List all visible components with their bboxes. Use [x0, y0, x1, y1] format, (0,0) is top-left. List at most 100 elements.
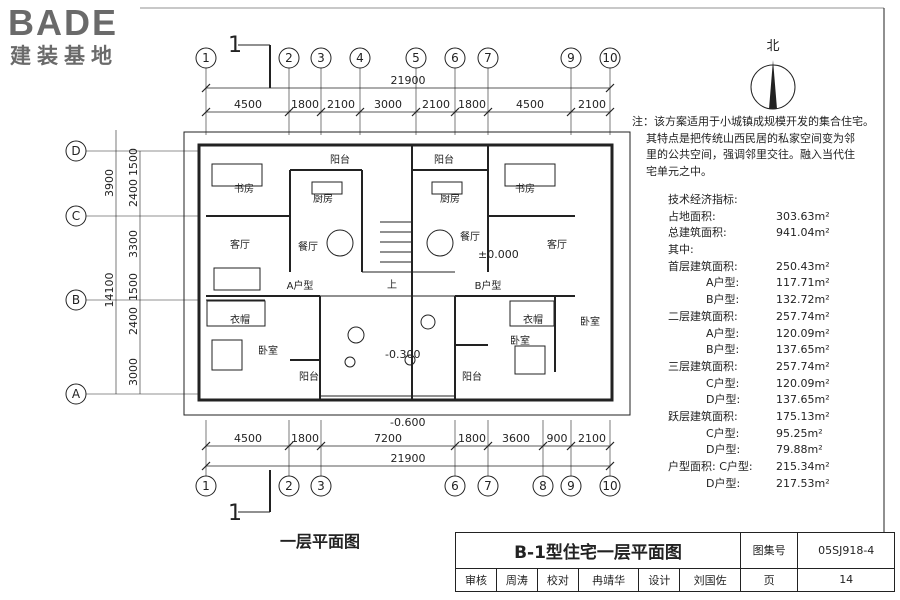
- drawing-title: B-1型住宅一层平面图: [455, 532, 741, 569]
- stats-row: D户型: 79.88m²: [668, 442, 898, 459]
- section-mark-label-top: 1: [228, 33, 242, 58]
- building-outline: [183, 131, 631, 416]
- dim-top-5: 2100: [422, 98, 450, 111]
- axis-top-4: 4: [356, 51, 364, 65]
- reviewer-name: 周涛: [495, 567, 538, 593]
- label-stair-up: 上: [387, 279, 397, 291]
- stats-row: 跃层建筑面积: 175.13m²: [668, 409, 898, 426]
- room-study-right: 书房: [515, 182, 535, 195]
- dim-left-4: 1500: [127, 273, 140, 301]
- axis-bottom-9: 9: [567, 479, 575, 493]
- stats-row-label: 跃层建筑面积:: [668, 409, 738, 423]
- stats-row-label: A户型:: [706, 276, 740, 290]
- stats-row: C户型:120.09m²: [668, 376, 898, 393]
- room-bedroom-right: 卧室: [510, 334, 530, 347]
- stats-row: D户型: 137.65m²: [668, 392, 898, 409]
- stats-row-label: D户型:: [706, 443, 741, 457]
- stats-row-label: 占地面积:: [668, 209, 716, 223]
- stats-row: 占地面积: 303.63m²: [668, 209, 898, 226]
- axis-bottom-7: 7: [484, 479, 492, 493]
- stats-row-value: 175.13m²: [776, 409, 830, 423]
- level-yard: -0.300: [385, 348, 420, 361]
- room-kitchen-right: 厨房: [440, 192, 460, 205]
- section-mark-label-bottom: 1: [228, 501, 242, 526]
- dim-bottom-total: 21900: [391, 452, 426, 465]
- stats-row-label: 三层建筑面积:: [668, 359, 738, 373]
- stats-row-value: 257.74m²: [776, 359, 830, 373]
- stats-row-label: D户型:: [706, 476, 741, 490]
- stats-row-label: A户型:: [706, 326, 740, 340]
- atlas-number: 05SJ918-4: [797, 532, 895, 569]
- page-number: 14: [797, 567, 895, 593]
- axis-bottom-6: 6: [451, 479, 459, 493]
- level-main: ±0.000: [478, 248, 519, 261]
- stats-row: 三层建筑面积: 257.74m²: [668, 359, 898, 376]
- review-label: 审核: [455, 567, 497, 593]
- dim-left-6: 3000: [127, 358, 140, 386]
- stats-row-value: 250.43m²: [776, 259, 830, 273]
- drawing-caption: 一层平面图: [280, 532, 361, 551]
- stats-row: 总建筑面积:941.04m²: [668, 225, 898, 242]
- checker-name: 冉靖华: [577, 567, 640, 593]
- dim-top-7: 4500: [516, 98, 544, 111]
- dim-top-6: 1800: [458, 98, 486, 111]
- note-line-4: 宅单元之中。: [646, 164, 712, 178]
- room-closet-right: 衣帽: [523, 313, 543, 326]
- stats-row-value: 137.65m²: [776, 393, 830, 407]
- north-label: 北: [766, 39, 779, 54]
- axis-top-7: 7: [484, 51, 492, 65]
- axis-top-2: 2: [285, 51, 293, 65]
- stats-row-value: 257.74m²: [776, 309, 830, 323]
- dim-bottom-7: 2100: [578, 432, 606, 445]
- check-label: 校对: [536, 567, 579, 593]
- dim-top-8: 2100: [578, 98, 606, 111]
- room-kitchen-left: 厨房: [313, 192, 333, 205]
- dim-left-total-1: 3900: [103, 169, 116, 197]
- stats-row-value: 117.71m²: [776, 276, 830, 290]
- stats-row-label: 二层建筑面积:: [668, 309, 738, 323]
- dim-left-2: 2400: [127, 179, 140, 207]
- stats-row-value: 215.34m²: [776, 460, 830, 473]
- stats-row-label: D户型:: [706, 393, 741, 407]
- stats-row-value: 941.04m²: [776, 226, 830, 240]
- stats-row: 其中:: [668, 242, 898, 259]
- room-balcony-top-left: 阳台: [330, 153, 350, 166]
- design-notes: 注：该方案适用于小城镇成规模开发的集合住宅。 其特点是把传统山西民居的私家空间变…: [632, 114, 894, 180]
- brand-logo-subtitle: 建装基地: [10, 44, 118, 68]
- dim-bottom-5: 3600: [502, 432, 530, 445]
- stats-row: A户型: 117.71m²: [668, 275, 898, 292]
- dim-left-1: 1500: [127, 148, 140, 176]
- room-dining-left: 餐厅: [298, 240, 318, 253]
- room-study-left: 书房: [234, 182, 254, 195]
- dim-top-total: 21900: [391, 74, 426, 87]
- stats-row-value: 120.09m²: [776, 376, 830, 390]
- stats-row-label: 首层建筑面积:: [668, 259, 738, 273]
- stats-row-value: 79.88m²: [776, 443, 823, 457]
- axis-bottom-3: 3: [317, 479, 325, 493]
- stats-row-value: 303.63m²: [776, 209, 830, 223]
- dim-left-5: 2400: [127, 307, 140, 335]
- axis-left-a: A: [72, 387, 81, 401]
- stats-row-label: 户型面积: C户型:: [668, 460, 753, 473]
- stats-row-label: B户型:: [706, 293, 740, 307]
- dim-top-4: 3000: [374, 98, 402, 111]
- title-block: B-1型住宅一层平面图 图集号 05SJ918-4 审核 周涛 校对 冉靖华 设…: [455, 532, 895, 593]
- axis-top-6: 6: [451, 51, 459, 65]
- section-mark-top: [238, 44, 271, 88]
- stats-row: A户型:120.09m²: [668, 326, 898, 343]
- room-bedroom-right-2: 卧室: [580, 315, 600, 328]
- dim-bottom-1: 4500: [234, 432, 262, 445]
- axis-left-c: C: [72, 209, 80, 223]
- dim-top-1: 4500: [234, 98, 262, 111]
- stats-row: B户型:132.72m²: [668, 292, 898, 309]
- label-type-a: A户型: [287, 279, 314, 292]
- stats-row-label: 其中:: [668, 243, 694, 257]
- room-balcony-bottom-left: 阳台: [299, 370, 319, 383]
- note-line-2: 其特点是把传统山西民居的私家空间变为邻: [646, 131, 855, 145]
- designer-name: 刘国佐: [679, 567, 741, 593]
- stats-row: 户型面积: C户型: 215.34m²: [668, 459, 898, 476]
- room-living-right: 客厅: [547, 238, 567, 251]
- page-label: 页: [739, 567, 799, 593]
